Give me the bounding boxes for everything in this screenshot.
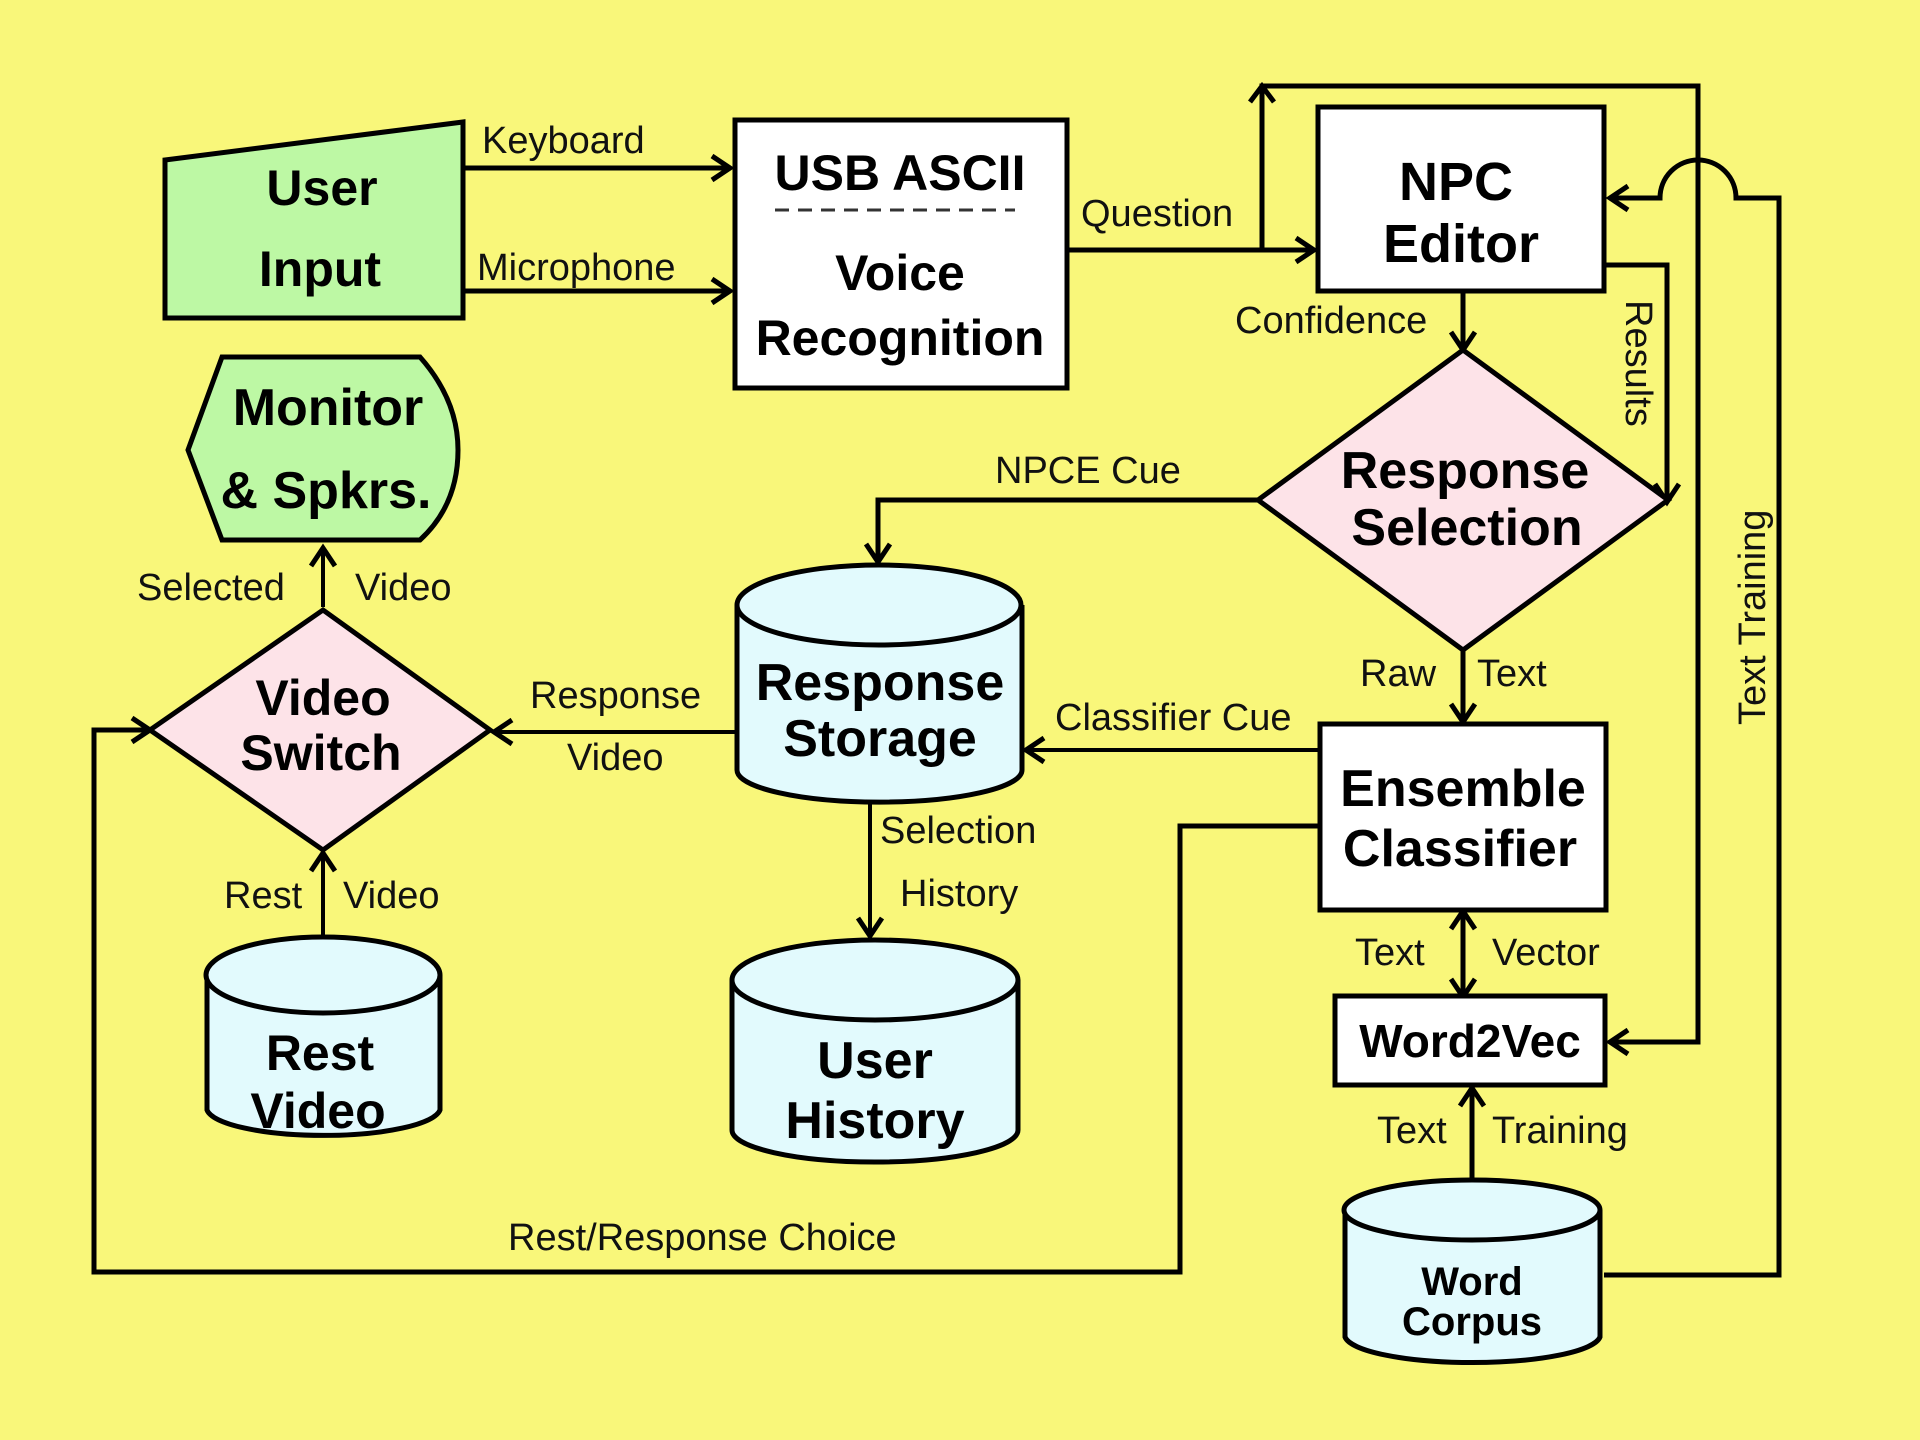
node-label: Corpus bbox=[1402, 1300, 1542, 1344]
node-user-history[interactable]: User History bbox=[729, 937, 1021, 1165]
edge-response-video bbox=[489, 717, 735, 747]
edge-classifier-cue bbox=[1021, 735, 1320, 765]
node-label: Rest bbox=[266, 1025, 375, 1081]
node-label: Word2Vec bbox=[1359, 1015, 1581, 1067]
edge-text-training bbox=[1604, 157, 1782, 1278]
node-word2vec[interactable]: Word2Vec bbox=[1332, 993, 1608, 1088]
label-raw: Raw bbox=[1360, 653, 1437, 695]
node-label: Response bbox=[756, 654, 1005, 712]
label-confidence: Confidence bbox=[1235, 300, 1427, 342]
edge-confidence bbox=[1448, 290, 1478, 355]
node-label: Recognition bbox=[756, 310, 1045, 366]
node-label: Monitor bbox=[233, 379, 424, 437]
label-training: Training bbox=[1492, 1110, 1628, 1152]
label-video: Video bbox=[343, 875, 440, 917]
node-label: USB ASCII bbox=[775, 145, 1026, 201]
node-label: Classifier bbox=[1343, 820, 1577, 878]
node-label: Video bbox=[255, 670, 390, 726]
edge-rest-video bbox=[308, 848, 338, 935]
edge-raw-text bbox=[1448, 650, 1478, 727]
node-rest-video[interactable]: Rest Video bbox=[203, 934, 443, 1139]
node-ensemble-classifier[interactable]: Ensemble Classifier bbox=[1317, 721, 1609, 913]
label-classifier-cue: Classifier Cue bbox=[1055, 697, 1292, 739]
node-label: Editor bbox=[1383, 214, 1539, 274]
label-rest-response-choice: Rest/Response Choice bbox=[508, 1217, 897, 1259]
label-npce-cue: NPCE Cue bbox=[995, 450, 1181, 492]
label-rest: Rest bbox=[224, 875, 303, 917]
edge-keyboard bbox=[465, 153, 735, 183]
label-results: Results bbox=[1617, 300, 1659, 427]
node-label: NPC bbox=[1399, 152, 1513, 212]
label-video: Video bbox=[567, 737, 664, 779]
label-response: Response bbox=[530, 675, 701, 717]
edge-question-to-word2vec bbox=[1248, 81, 1701, 1057]
label-text: Text bbox=[1377, 1110, 1447, 1152]
label-selection: Selection bbox=[880, 810, 1036, 852]
label-keyboard: Keyboard bbox=[482, 120, 645, 162]
edge-npce-cue bbox=[863, 497, 1258, 567]
node-label: Ensemble bbox=[1340, 760, 1586, 818]
node-response-storage[interactable]: Response Storage bbox=[734, 562, 1025, 805]
edge-selected-video bbox=[308, 543, 338, 607]
label-text: Text bbox=[1477, 653, 1547, 695]
node-npc-editor[interactable]: NPC Editor bbox=[1315, 104, 1607, 294]
node-label: & Spkrs. bbox=[221, 462, 432, 520]
node-label: Voice bbox=[835, 245, 965, 301]
node-label: Storage bbox=[783, 710, 977, 768]
node-label: History bbox=[785, 1092, 964, 1150]
label-question: Question bbox=[1081, 193, 1233, 235]
node-label: Selection bbox=[1351, 499, 1582, 557]
node-label: User bbox=[817, 1032, 933, 1090]
label-vector: Vector bbox=[1492, 932, 1600, 974]
label-video: Video bbox=[355, 567, 452, 609]
edge-microphone bbox=[465, 276, 735, 306]
node-response-selection[interactable]: Response Selection bbox=[1253, 346, 1673, 654]
label-text-training: Text Training bbox=[1732, 510, 1774, 725]
label-microphone: Microphone bbox=[477, 247, 676, 289]
node-monitor-speakers[interactable]: Monitor & Spkrs. bbox=[185, 354, 461, 543]
label-history: History bbox=[900, 873, 1018, 915]
edge-text-vector bbox=[1448, 906, 1478, 1002]
node-label: User bbox=[266, 160, 377, 216]
label-selected: Selected bbox=[137, 567, 285, 609]
node-word-corpus[interactable]: Word Corpus bbox=[1341, 1177, 1603, 1366]
node-usb-voice-recognition[interactable]: USB ASCII Voice Recognition bbox=[732, 117, 1070, 391]
edge-selection-history bbox=[855, 803, 885, 941]
node-label: Response bbox=[1341, 442, 1590, 500]
node-user-input[interactable]: User Input bbox=[162, 119, 466, 321]
label-text: Text bbox=[1355, 932, 1425, 974]
node-label: Video bbox=[250, 1083, 385, 1139]
node-label: Word bbox=[1421, 1260, 1522, 1304]
node-label: Input bbox=[259, 241, 382, 297]
node-video-switch[interactable]: Video Switch bbox=[145, 606, 495, 854]
edge-question bbox=[1068, 235, 1319, 265]
node-label: Switch bbox=[240, 725, 401, 781]
